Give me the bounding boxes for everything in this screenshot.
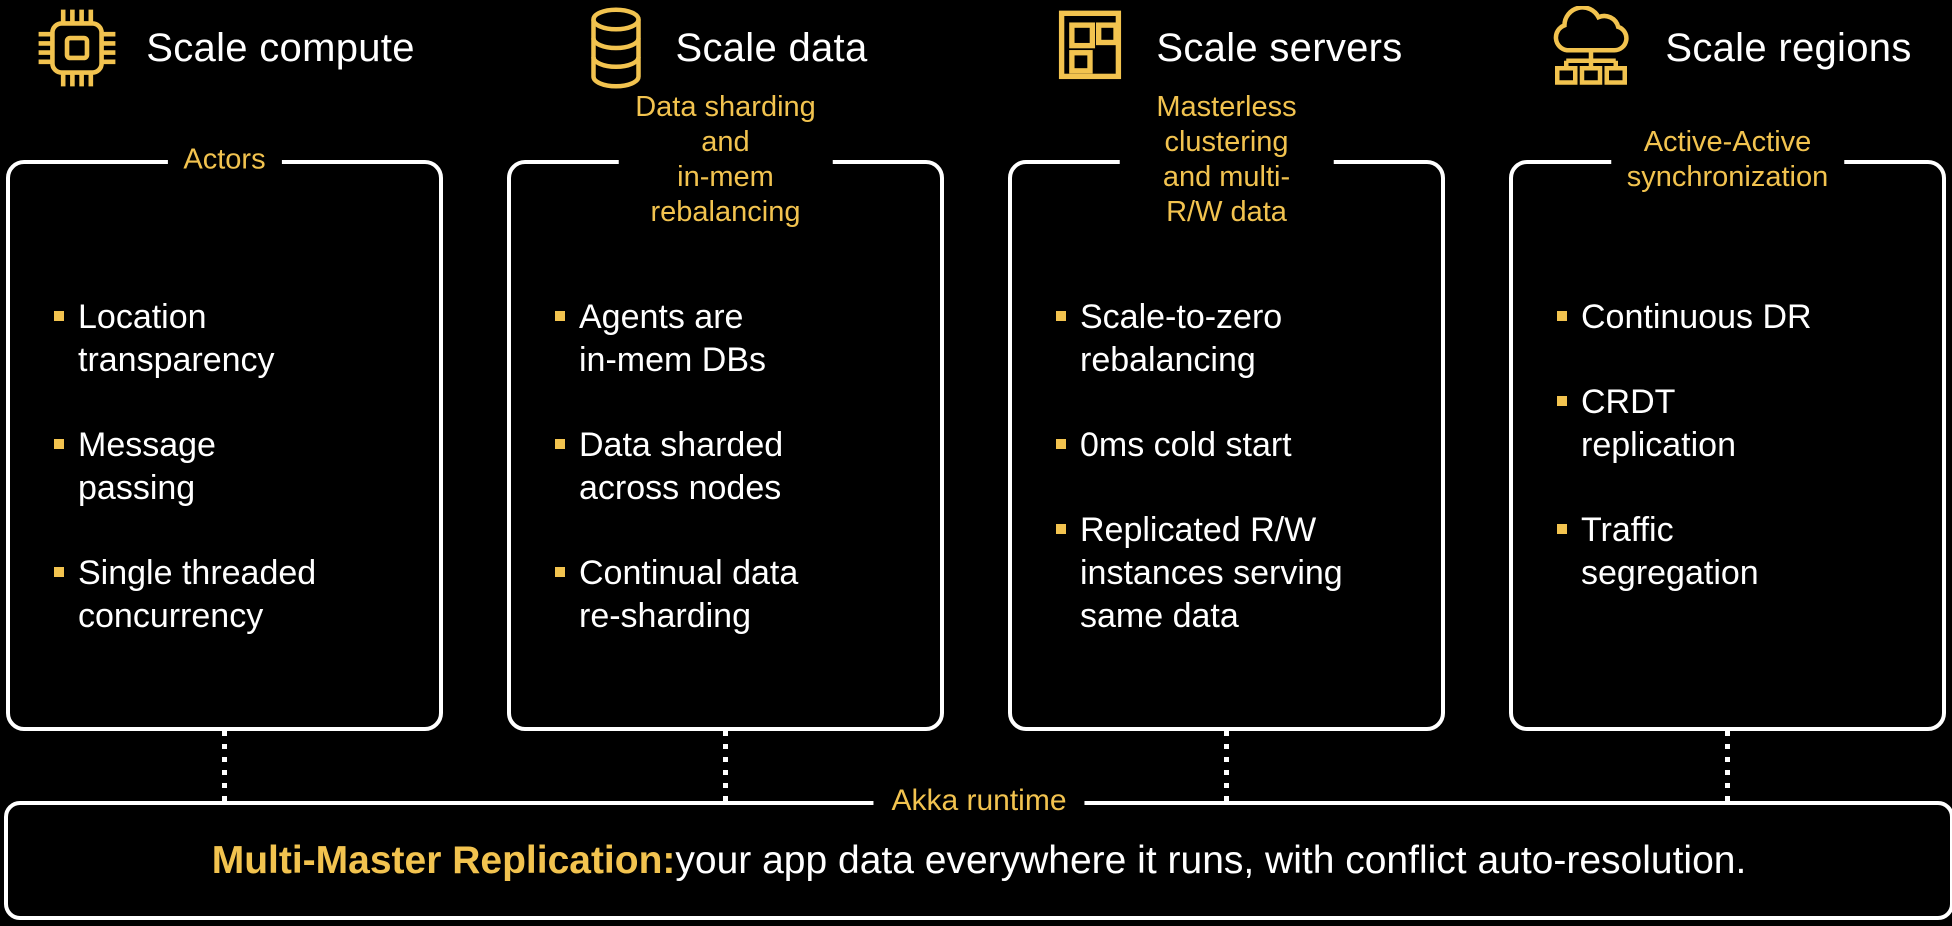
bullet-icon xyxy=(1056,311,1066,321)
column-header: Scale compute xyxy=(6,0,443,96)
panel-data-sharding: Data sharding and in-mem rebalancing Age… xyxy=(507,90,944,731)
list-item: Location transparency xyxy=(54,296,415,382)
bullet-icon xyxy=(54,567,64,577)
list-item: Data sharded across nodes xyxy=(555,424,916,510)
database-icon xyxy=(583,6,649,90)
list-item: Traffic segregation xyxy=(1557,509,1918,595)
bullet-icon xyxy=(54,439,64,449)
column-title: Scale compute xyxy=(146,25,415,70)
column-title: Scale data xyxy=(675,25,868,70)
bullet-icon xyxy=(1557,396,1567,406)
runtime-label: Akka runtime xyxy=(873,784,1085,818)
runtime-rest: your app data everywhere it runs, with c… xyxy=(675,838,1747,882)
bullet-icon xyxy=(1056,439,1066,449)
column-title: Scale regions xyxy=(1665,25,1912,70)
bullet-icon xyxy=(54,311,64,321)
column-header: Scale servers xyxy=(1008,0,1445,96)
bullet-icon xyxy=(555,311,565,321)
bullet-icon xyxy=(1557,524,1567,534)
panel-title-label: Active-Active synchronization xyxy=(1610,125,1845,195)
dotted-connector xyxy=(723,731,728,801)
list-item: Single threaded concurrency xyxy=(54,552,415,638)
runtime-highlight: Multi-Master Replication: xyxy=(211,838,676,882)
list-item: 0ms cold start xyxy=(1056,424,1417,467)
bullet-icon xyxy=(555,567,565,577)
dotted-connector xyxy=(222,731,227,801)
list-item: CRDT replication xyxy=(1557,381,1918,467)
cloud-network-icon xyxy=(1543,6,1639,90)
akka-runtime-bar: Akka runtime Multi-Master Replication: y… xyxy=(4,784,1952,920)
list-item: Message passing xyxy=(54,424,415,510)
column-scale-regions: Scale regions Active-Active synchronizat… xyxy=(1509,0,1946,801)
column-header: Scale regions xyxy=(1509,0,1946,96)
columns-row: Scale compute Actors Location transparen… xyxy=(6,0,1946,801)
feature-list: Agents are in-mem DBs Data sharded acros… xyxy=(511,296,940,638)
column-header: Scale data xyxy=(507,0,944,96)
panel-title-label: Masterless clustering and multi-R/W data xyxy=(1119,90,1334,230)
column-scale-data: Scale data Data sharding and in-mem reba… xyxy=(507,0,944,801)
servers-grid-icon xyxy=(1050,7,1130,89)
chip-icon xyxy=(34,5,120,91)
panel-actors: Actors Location transparency Message pas… xyxy=(6,142,443,731)
feature-list: Location transparency Message passing Si… xyxy=(10,296,439,638)
bullet-icon xyxy=(1056,524,1066,534)
runtime-description: Multi-Master Replication: your app data … xyxy=(8,805,1950,916)
panel-active-active: Active-Active synchronization Continuous… xyxy=(1509,125,1946,731)
dotted-connector xyxy=(1224,731,1229,801)
column-scale-servers: Scale servers Masterless clustering and … xyxy=(1008,0,1445,801)
bullet-icon xyxy=(555,439,565,449)
bullet-icon xyxy=(1557,311,1567,321)
column-title: Scale servers xyxy=(1156,25,1403,70)
panel-title-label: Data sharding and in-mem rebalancing xyxy=(618,90,833,230)
dotted-connector xyxy=(1725,731,1730,801)
list-item: Scale-to-zero rebalancing xyxy=(1056,296,1417,382)
feature-list: Continuous DR CRDT replication Traffic s… xyxy=(1513,296,1942,595)
panel-title-label: Actors xyxy=(167,142,282,178)
list-item: Continuous DR xyxy=(1557,296,1918,339)
list-item: Agents are in-mem DBs xyxy=(555,296,916,382)
list-item: Continual data re-sharding xyxy=(555,552,916,638)
list-item: Replicated R/W instances serving same da… xyxy=(1056,509,1417,638)
panel-masterless-clustering: Masterless clustering and multi-R/W data… xyxy=(1008,90,1445,731)
column-scale-compute: Scale compute Actors Location transparen… xyxy=(6,0,443,801)
feature-list: Scale-to-zero rebalancing 0ms cold start… xyxy=(1012,296,1441,638)
